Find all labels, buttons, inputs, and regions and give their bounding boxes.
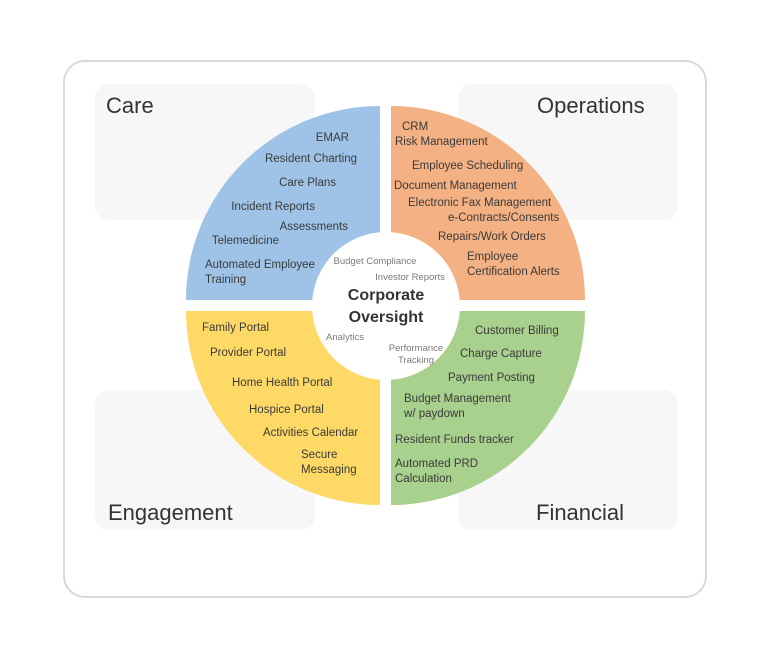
center-circle	[312, 232, 460, 380]
engagement-item: Activities Calendar	[263, 427, 358, 439]
engagement-quadrant	[186, 311, 380, 505]
center-title: Oversight	[349, 309, 424, 326]
financial-item: Resident Funds tracker	[395, 434, 514, 446]
engagement-label: Engagement	[108, 500, 233, 525]
operations-item: Employee	[467, 251, 518, 263]
operations-item: Risk Management	[395, 136, 488, 148]
care-item: Incident Reports	[231, 201, 315, 213]
operations-item: Employee Scheduling	[412, 160, 523, 172]
care-item: Telemedicine	[212, 235, 279, 247]
engagement-item: Home Health Portal	[232, 377, 332, 389]
center-sub-item: Budget Compliance	[334, 256, 417, 267]
financial-item: Calculation	[395, 473, 452, 485]
center-title: Corporate	[348, 287, 425, 304]
operations-item: Certification Alerts	[467, 266, 560, 278]
operations-item: CRM	[402, 121, 428, 133]
center-sub-item: Investor Reports	[375, 272, 445, 283]
financial-item: Payment Posting	[448, 372, 535, 384]
center-sub-item: Performance	[389, 343, 443, 354]
engagement-item: Provider Portal	[210, 347, 286, 359]
financial-item: Customer Billing	[475, 325, 559, 337]
care-item: Resident Charting	[265, 153, 357, 165]
financial-item: Budget Management	[404, 393, 512, 405]
financial-item: w/ paydown	[403, 408, 465, 420]
center-sub-item: Tracking	[398, 355, 434, 366]
center-sub-item: Analytics	[326, 332, 364, 343]
operations-item: e-Contracts/Consents	[448, 212, 559, 224]
operations-item: Electronic Fax Management	[408, 197, 552, 209]
financial-item: Charge Capture	[460, 348, 542, 360]
care-quadrant	[186, 106, 380, 300]
engagement-item: Messaging	[301, 464, 357, 476]
financial-quadrant	[391, 311, 585, 505]
operations-label: Operations	[537, 93, 645, 118]
care-item: Care Plans	[279, 177, 336, 189]
financial-item: Automated PRD	[395, 458, 478, 470]
operations-item: Document Management	[394, 180, 518, 192]
operations-quadrant	[391, 106, 585, 300]
care-item: Training	[205, 274, 246, 286]
care-item: Automated Employee	[205, 259, 315, 271]
engagement-item: Hospice Portal	[249, 404, 324, 416]
financial-label: Financial	[536, 500, 625, 525]
care-label: Care	[106, 93, 154, 118]
care-item: EMAR	[316, 132, 349, 144]
engagement-item: Secure	[301, 449, 337, 461]
care-item: Assessments	[280, 221, 349, 233]
operations-item: Repairs/Work Orders	[438, 231, 546, 243]
engagement-item: Family Portal	[202, 322, 269, 334]
